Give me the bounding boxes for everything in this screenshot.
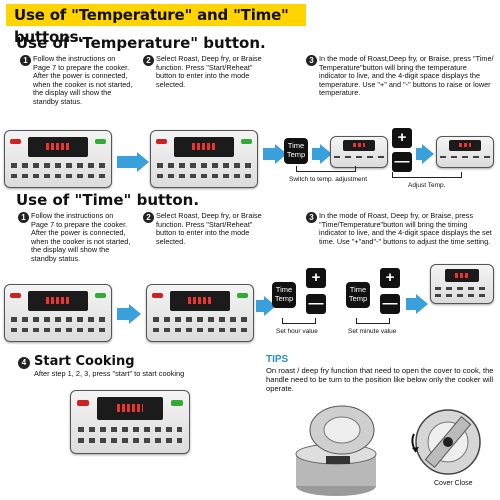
time-step-1-text: Follow the instructions on Page 7 to pre… (31, 211, 131, 263)
bracket-marker (356, 318, 390, 324)
function-buttons (78, 438, 182, 444)
start-button (95, 138, 106, 145)
temp-step-2-text: Select Roast, Deep fry, or Braise functi… (156, 54, 262, 89)
power-button (76, 399, 89, 406)
function-buttons (434, 293, 490, 297)
start-button (237, 292, 248, 299)
control-panel-start (70, 390, 190, 454)
control-panel-temp-adjusted (436, 136, 494, 168)
control-panel-temp-zoom (330, 136, 388, 168)
function-buttons (434, 287, 490, 291)
bracket-marker (392, 172, 462, 178)
digit-display (116, 404, 144, 413)
control-panel-mode (150, 130, 258, 188)
start-step-number: 4 (18, 357, 30, 369)
display-screen (444, 268, 480, 283)
function-buttons (78, 426, 182, 432)
time-step-2-text: Select Roast, Deep fry, or Braise functi… (156, 211, 262, 246)
time-step-2-number: 2 (143, 212, 154, 223)
function-buttons (153, 327, 247, 333)
time-step-3-text: In the mode of Roast, Deep fry, or Brais… (319, 211, 492, 246)
minus-button: — (380, 294, 400, 314)
temperature-heading: Use of "Temperature" button. (16, 34, 266, 52)
start-button (95, 292, 106, 299)
cooker-illustration (295, 405, 481, 496)
display-screen (28, 290, 88, 311)
digit-display (46, 297, 70, 305)
caption-minute: Set minute value (348, 328, 397, 335)
start-button (241, 138, 252, 145)
cooker-lid-closed-icon (411, 409, 481, 475)
display-screen (174, 136, 234, 157)
digit-display (458, 143, 472, 148)
function-buttons (11, 327, 105, 333)
time-temp-button: Time Temp (284, 138, 308, 164)
temp-step-3-text: In the mode of Roast,Deep fry, or Braise… (319, 54, 494, 98)
temp-step-2-number: 2 (143, 55, 154, 66)
cooker-open-icon (295, 405, 377, 496)
function-buttons (157, 163, 251, 168)
power-button (10, 138, 21, 145)
function-buttons (157, 173, 251, 179)
time-step-3-number: 3 (306, 212, 317, 223)
minus-button: — (392, 152, 412, 172)
digit-display (188, 297, 212, 305)
control-panel-standby (4, 284, 112, 342)
tips-text: On roast / deep fry function that need t… (266, 366, 494, 394)
start-cooking-heading: Start Cooking (34, 354, 135, 369)
function-buttons (334, 155, 384, 158)
display-screen (28, 136, 88, 157)
power-button (10, 292, 21, 299)
cover-close-caption: Cover Close (434, 480, 473, 487)
caption-adjust-temp: Adjust Temp. (408, 182, 446, 189)
temp-step-1-number: 1 (20, 55, 31, 66)
bracket-marker (296, 166, 356, 172)
temp-step-3-number: 3 (306, 55, 317, 66)
start-cooking-text: After step 1, 2, 3, press "start" to sta… (34, 369, 185, 378)
function-buttons (11, 163, 105, 168)
function-buttons (440, 155, 490, 158)
power-button (152, 292, 163, 299)
control-panel-time-adjusted (430, 264, 494, 304)
plus-button: + (306, 268, 326, 288)
bracket-marker (282, 318, 316, 324)
digit-display (352, 143, 366, 148)
display-screen (449, 140, 481, 151)
time-step-1-number: 1 (18, 212, 29, 223)
display-screen (96, 397, 164, 420)
digit-display (46, 143, 70, 151)
minus-button: — (306, 294, 326, 314)
start-button (171, 399, 184, 406)
display-screen (343, 140, 375, 151)
temp-step-1-text: Follow the instructions on Page 7 to pre… (33, 54, 133, 106)
digit-display (455, 273, 469, 279)
power-button (156, 138, 167, 145)
time-heading: Use of "Time" button. (16, 191, 200, 209)
time-temp-button: Time Temp (346, 282, 370, 308)
function-buttons (11, 173, 105, 179)
page-banner: Use of "Temperature" and "Time" buttons. (6, 4, 306, 46)
plus-button: + (380, 268, 400, 288)
display-screen (170, 290, 230, 311)
caption-switch-temp: Switch to temp. adjustment (289, 176, 368, 183)
function-buttons (153, 317, 247, 322)
plus-button: + (392, 128, 412, 148)
control-panel-standby (4, 130, 112, 188)
control-panel-mode (146, 284, 254, 342)
digit-display (192, 143, 216, 151)
time-temp-button: Time Temp (272, 282, 296, 308)
tips-heading: TIPS (266, 354, 289, 365)
caption-hour: Set hour value (276, 328, 318, 335)
function-buttons (11, 317, 105, 322)
